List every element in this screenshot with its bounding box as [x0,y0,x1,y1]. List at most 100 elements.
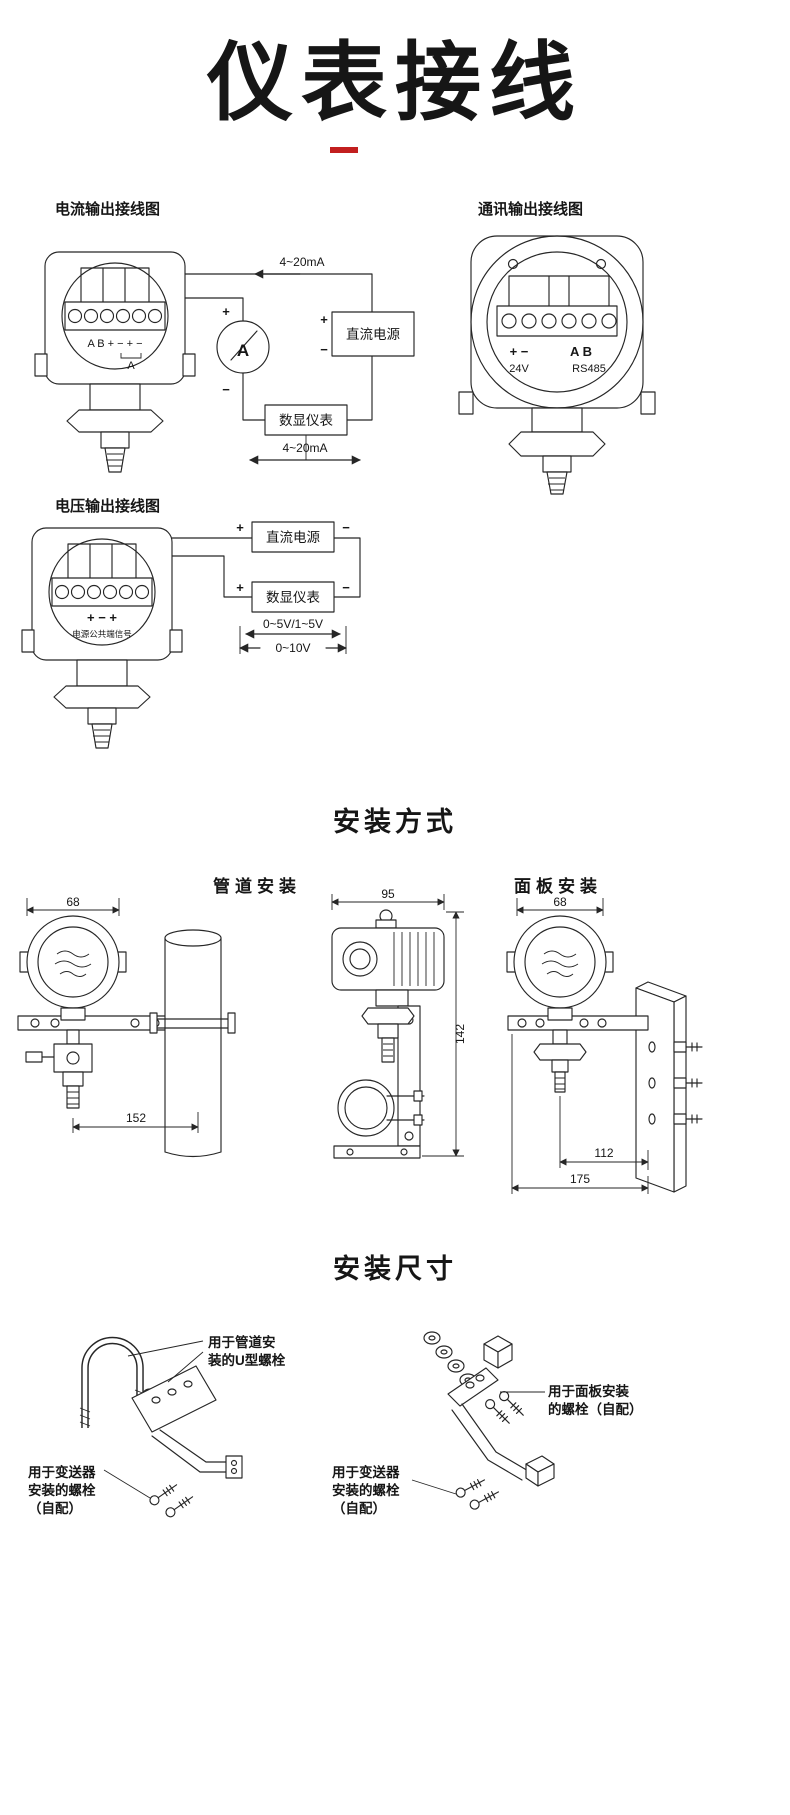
ubolt-note: 用于管道安 装的U型螺栓 [127,1334,286,1383]
transmitter-front-view: + − + 电源公共端信号 [21,527,183,749]
mounting-bracket [507,1015,649,1031]
dim-175: 175 [570,1172,590,1186]
stem-fitting [533,1029,587,1093]
ma-bottom-label: 4~20mA [282,441,327,455]
current-wiring-diagram: 电流输出接线图 A B + − + − A 4~20mA 4~20mA A + … [34,200,415,473]
mounting-bolts [147,1480,196,1520]
bent-arm [151,1429,243,1479]
transmitter-bolt-note-line3: （自配） [332,1500,386,1516]
bent-arm [451,1403,555,1487]
comm-terminal-ab: A B [570,344,592,359]
transmitter [506,915,614,1021]
transmitter-bolt-note-line2: 安装的螺栓 [28,1482,96,1498]
range2-label: 0~10V [275,641,310,655]
output-ranges: 0~5V/1~5V 0~10V [239,617,347,655]
display-box: 数显仪表 + − [236,580,350,613]
ammeter: A + − [216,304,270,397]
valve-assembly [25,1029,93,1109]
comm-terminal-signs: + − [510,344,529,359]
comm-wiring-diagram: 通讯输出接线图 + − A B 24V RS485 [458,200,656,495]
circuit-wires [171,537,361,598]
common-terminal-label: 电源公共端信号 [72,629,132,639]
minus-sign: − [342,520,350,535]
u-bolt [79,1336,146,1428]
dc-power-box-label: 直流电源 [266,530,320,545]
comm-diagram-label: 通讯输出接线图 [478,200,583,218]
dc-power-box: 直流电源 + − [236,520,350,553]
dim-95: 95 [381,887,395,901]
comm-24v-label: 24V [509,363,529,375]
minus-sign: − [342,580,350,595]
dim-152: 152 [126,1111,146,1125]
bottom-bolts [453,1475,502,1512]
bracket-install-diagram: 95 [331,887,467,1159]
panel-install-label: 面板安装 [514,876,602,896]
wall-panel [635,981,703,1193]
plus-sign: + [320,312,328,327]
terminal-labels: A B + − + − [87,338,142,350]
panel-bolt-note-line1: 用于面板安装 [548,1383,629,1399]
washers [423,1331,477,1387]
transmitter-side-view [331,909,445,1007]
angled-bar [447,1367,499,1407]
plus-sign: + [236,580,244,595]
transmitter-bolt-note-line2: 安装的螺栓 [332,1482,400,1498]
current-diagram-label: 电流输出接线图 [55,200,160,218]
bracket-top-block [483,1335,513,1369]
pipe [164,929,222,1158]
range1-label: 0~5V/1~5V [263,617,323,631]
mount-title: 安装尺寸 [333,1254,457,1284]
ubolt-parts-diagram: 用于管道安 装的U型螺栓 用于变送器 安装的螺栓 （自配） [28,1334,286,1520]
minus-sign: − [222,382,230,397]
ubolt-note-line1: 用于管道安 [208,1334,276,1350]
mid-bolts [483,1389,527,1427]
u-bolt-loop [337,1079,425,1137]
circuit-wires [184,269,373,465]
pressure-fitting [361,1007,415,1063]
bracket-plate [131,1365,217,1433]
voltage-terminals: + − + [87,610,117,625]
pipe-install-label: 管道安装 [213,876,301,896]
title-divider [330,147,358,153]
page-title: 仪表接线 [206,35,583,131]
dimension-68: 68 [26,895,120,916]
voltage-wiring-diagram: 电压输出接线图 + − + 电源公共端信号 直流电源 + − 数显仪表 + − … [21,497,361,749]
transmitter [19,915,127,1021]
ammeter-letter: A [237,341,249,360]
voltage-diagram-label: 电压输出接线图 [55,497,160,515]
transmitter-bolt-note-line1: 用于变送器 [28,1464,96,1480]
meter-tap-label: A [127,360,135,372]
dimension-175: 175 [511,1034,649,1194]
install-title: 安装方式 [333,806,457,837]
transmitter-bolt-note: 用于变送器 安装的螺栓 （自配） [28,1464,151,1516]
dimension-112: 112 [559,1096,649,1170]
dimension-152: 152 [72,1111,199,1133]
panel-parts-diagram: 用于面板安装 的螺栓（自配） 用于变送器 安装的螺栓 （自配） [332,1331,643,1516]
panel-bolt-note-line2: 的螺栓（自配） [548,1401,643,1417]
angle-bracket [333,1005,421,1159]
plus-sign: + [236,520,244,535]
dimension-68-panel: 68 [516,895,604,916]
dim-68-panel: 68 [553,895,567,909]
dimension-95: 95 [331,887,445,910]
plus-sign: + [222,304,230,319]
dimension-142: 142 [422,911,467,1157]
dc-power-box: 直流电源 + − [320,311,415,357]
u-bolt-clamp [149,1012,236,1034]
panel-bolt-note: 用于面板安装 的螺栓（自配） [500,1383,643,1417]
dim-142: 142 [453,1024,467,1044]
display-box-label: 数显仪表 [279,413,333,428]
pipe-install-diagram: 管道安装 68 [17,876,301,1158]
dc-power-box-label: 直流电源 [346,327,400,342]
dim-112: 112 [594,1146,613,1160]
dim-68-pipe: 68 [66,895,80,909]
ubolt-note-line2: 装的U型螺栓 [207,1352,286,1368]
ma-top-label: 4~20mA [279,255,324,269]
transmitter-front-view: A B + − + − A [34,251,196,473]
display-box-label: 数显仪表 [266,590,320,605]
transmitter-bolt-note-line1: 用于变送器 [332,1464,400,1480]
comm-rs485-label: RS485 [572,363,606,375]
minus-sign: − [320,342,328,357]
